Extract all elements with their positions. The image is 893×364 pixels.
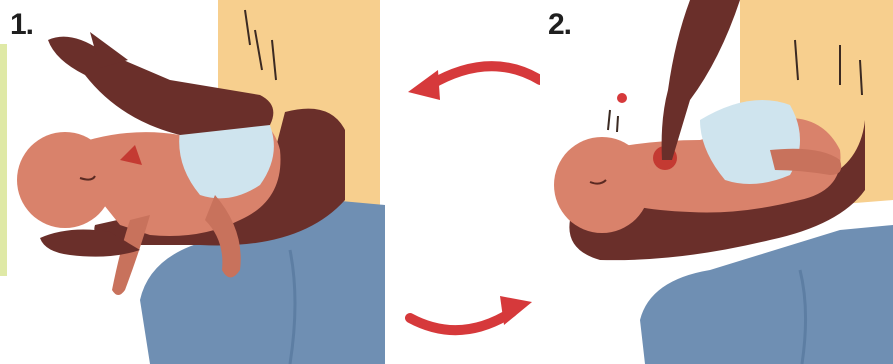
baby-head bbox=[554, 137, 650, 233]
curved-arrow-right-icon bbox=[410, 296, 532, 330]
cycle-arrows bbox=[400, 0, 540, 364]
curved-arrow-left-icon bbox=[408, 66, 540, 100]
step-2-illustration bbox=[540, 0, 893, 364]
baby-head bbox=[17, 132, 113, 228]
step-1-label: 1. bbox=[10, 8, 33, 42]
step-1-illustration bbox=[0, 0, 400, 364]
step-2-label: 2. bbox=[548, 8, 571, 42]
